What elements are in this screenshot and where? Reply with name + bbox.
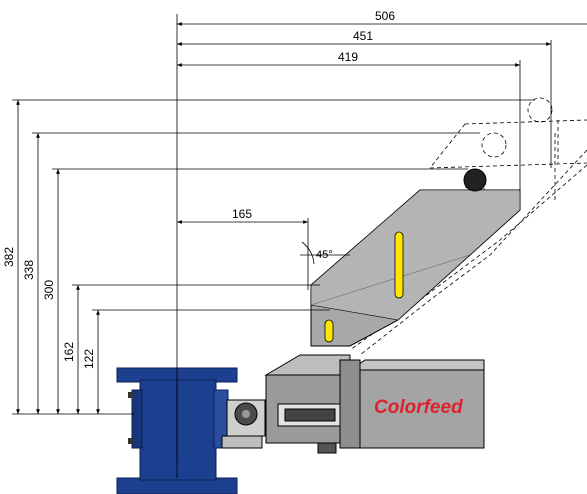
brand-logo: Colorfeed xyxy=(374,397,463,418)
angle-annotation xyxy=(300,241,350,265)
dim-451: 451 xyxy=(353,29,373,43)
angled-hopper-body xyxy=(310,189,521,347)
yellow-slot-short xyxy=(324,319,334,343)
yellow-slot-long xyxy=(394,231,404,299)
dim-165: 165 xyxy=(232,207,252,221)
blue-flange xyxy=(116,367,238,494)
dosing-unit xyxy=(339,359,485,449)
dim-300: 300 xyxy=(42,280,56,300)
vertical-dimension-lines xyxy=(12,99,535,415)
dim-122: 122 xyxy=(82,349,96,369)
dim-162: 162 xyxy=(62,342,76,362)
dim-419: 419 xyxy=(338,50,358,64)
coupling-assembly xyxy=(221,354,359,454)
dim-382: 382 xyxy=(2,247,16,267)
dim-338: 338 xyxy=(22,260,36,280)
horizontal-dimension-lines xyxy=(177,22,587,290)
adjustment-knob xyxy=(463,168,487,192)
angle-label: 45° xyxy=(316,249,333,261)
dim-506: 506 xyxy=(375,9,395,23)
